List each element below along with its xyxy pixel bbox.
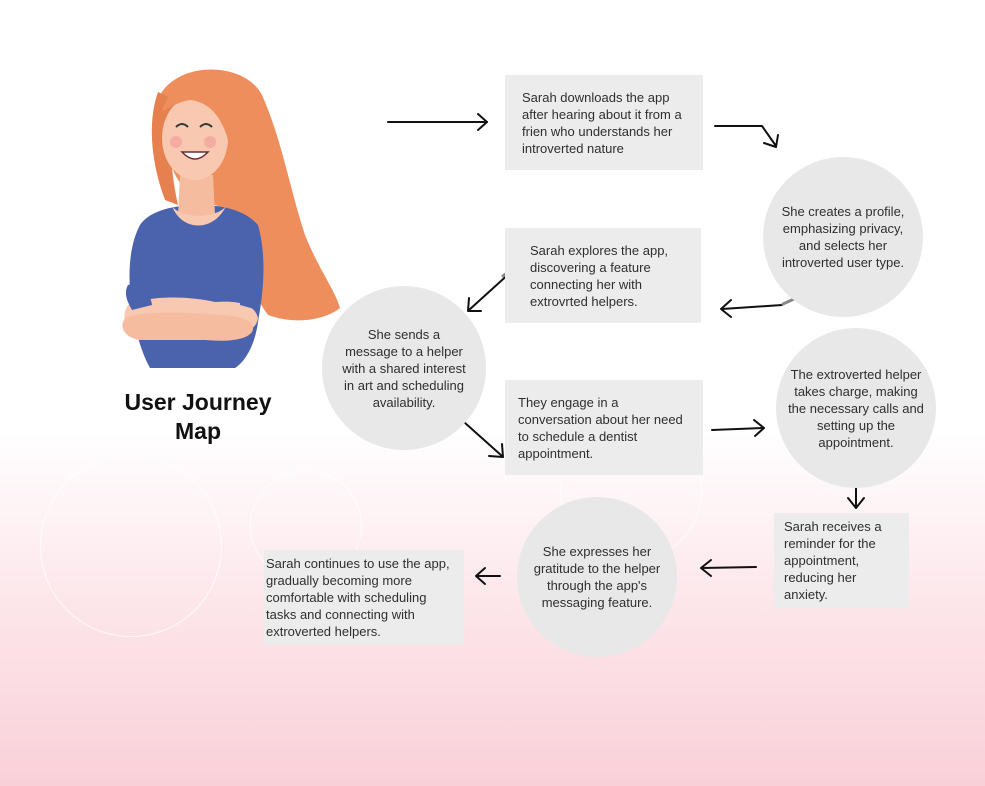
journey-step-9: Sarah continues to use the app, graduall… bbox=[264, 550, 464, 645]
page-title: User Journey Map bbox=[124, 389, 272, 444]
arrow-step1-to-step2 bbox=[714, 125, 779, 148]
step-5-text: They engage in a conversation about her … bbox=[518, 394, 683, 461]
step-7-text: Sarah receives a reminder for the appoin… bbox=[784, 519, 882, 602]
arm-front bbox=[122, 312, 254, 341]
decorative-ring bbox=[40, 455, 222, 637]
arrow-step6-to-step7 bbox=[847, 484, 865, 509]
smile bbox=[180, 151, 210, 160]
journey-step-4: She sends a message to a helper with a s… bbox=[322, 286, 486, 450]
journey-step-3: Sarah explores the app, discovering a fe… bbox=[505, 228, 701, 323]
hair-fringe bbox=[162, 81, 231, 140]
arrow-start-to-step1 bbox=[387, 113, 488, 131]
step-9-text: Sarah continues to use the app, graduall… bbox=[266, 556, 450, 639]
right-cheek bbox=[204, 136, 216, 148]
step-3-text: Sarah explores the app, discovering a fe… bbox=[530, 242, 669, 309]
neck bbox=[178, 175, 215, 225]
arrow-step3-to-step4 bbox=[467, 270, 513, 312]
journey-step-6: The extroverted helper takes charge, mak… bbox=[776, 328, 936, 488]
left-cheek bbox=[170, 136, 182, 148]
step-6-text: The extroverted helper takes charge, mak… bbox=[788, 366, 924, 450]
journey-step-2: She creates a profile, emphasizing priva… bbox=[763, 157, 923, 317]
step-2-text: She creates a profile, emphasizing priva… bbox=[781, 204, 905, 270]
step-1-text: Sarah downloads the app after hearing ab… bbox=[522, 89, 682, 156]
arrow-step7-to-step8 bbox=[700, 559, 757, 577]
arrow-step2-to-step3 bbox=[720, 299, 783, 318]
face bbox=[162, 96, 228, 180]
step-8-text: She expresses her gratitude to the helpe… bbox=[533, 544, 661, 610]
journey-step-1: Sarah downloads the app after hearing ab… bbox=[505, 75, 703, 170]
left-eye bbox=[175, 123, 189, 128]
journey-step-7: Sarah receives a reminder for the appoin… bbox=[774, 513, 909, 608]
sleeve-left bbox=[125, 284, 152, 310]
journey-step-8: She expresses her gratitude to the helpe… bbox=[517, 497, 677, 657]
sleeve-right bbox=[240, 282, 260, 310]
right-eye bbox=[199, 123, 213, 128]
arrow-step5-to-step6 bbox=[711, 419, 765, 437]
neckline bbox=[172, 206, 226, 226]
step-4-text: She sends a message to a helper with a s… bbox=[342, 326, 466, 410]
arrow-step8-to-step9 bbox=[475, 567, 501, 585]
journey-step-5: They engage in a conversation about her … bbox=[505, 380, 703, 475]
